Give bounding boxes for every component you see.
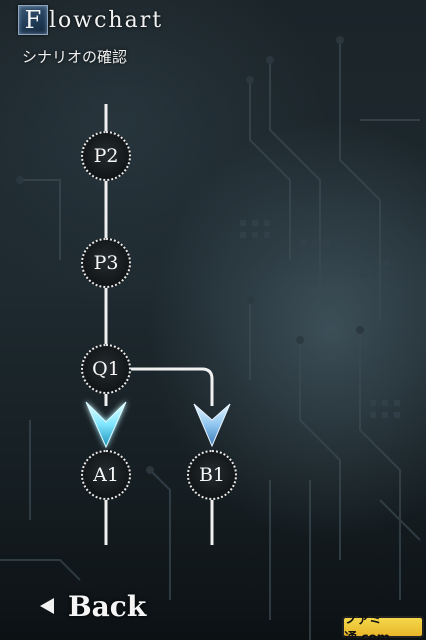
flow-node-q1[interactable]: Q1	[81, 344, 131, 394]
flow-node-p3[interactable]: P3	[81, 238, 131, 288]
arrow-down-highlighted-icon	[85, 401, 127, 449]
back-arrow-icon	[40, 598, 54, 614]
title-text: lowchart	[49, 7, 164, 33]
flow-node-p2[interactable]: P2	[81, 131, 131, 181]
back-button[interactable]: Back	[40, 586, 146, 626]
screen-subtitle: シナリオの確認	[22, 48, 128, 66]
title-initial-badge: F	[18, 5, 48, 35]
arrow-down-icon	[193, 403, 231, 448]
flow-node-b1[interactable]: B1	[187, 450, 237, 500]
watermark-logo: ファミ通.com	[342, 612, 424, 640]
screen-title: F lowchart	[18, 4, 163, 36]
connector-q1-b1	[131, 367, 214, 406]
flow-node-a1[interactable]: A1	[81, 450, 131, 500]
back-button-label: Back	[68, 589, 147, 623]
